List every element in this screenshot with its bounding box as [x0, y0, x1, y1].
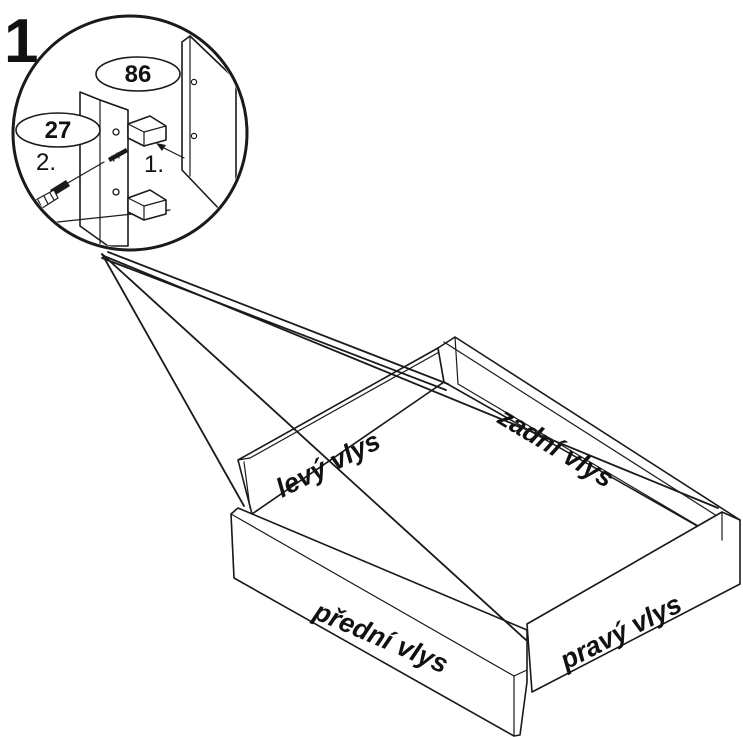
- screw-icon: [108, 148, 128, 162]
- step-number: 1: [4, 7, 38, 76]
- drawer: levý vlys zadní vlys pravý vlys přední v…: [230, 336, 741, 737]
- left-panel: [237, 345, 451, 515]
- part-number-27: 27: [45, 117, 72, 144]
- back-panel: [437, 336, 741, 541]
- wooden-dowel-icon: [127, 115, 167, 147]
- substep-2-label: 2.: [36, 149, 56, 176]
- detail-callout: 86 27 1. 2.: [11, 14, 249, 252]
- leader-lines: [101, 251, 719, 641]
- wooden-dowel-icon: [127, 189, 167, 221]
- front-panel: [230, 507, 528, 737]
- right-panel: [526, 511, 741, 693]
- part-number-86: 86: [125, 61, 152, 88]
- substep-1-label: 1.: [144, 151, 164, 178]
